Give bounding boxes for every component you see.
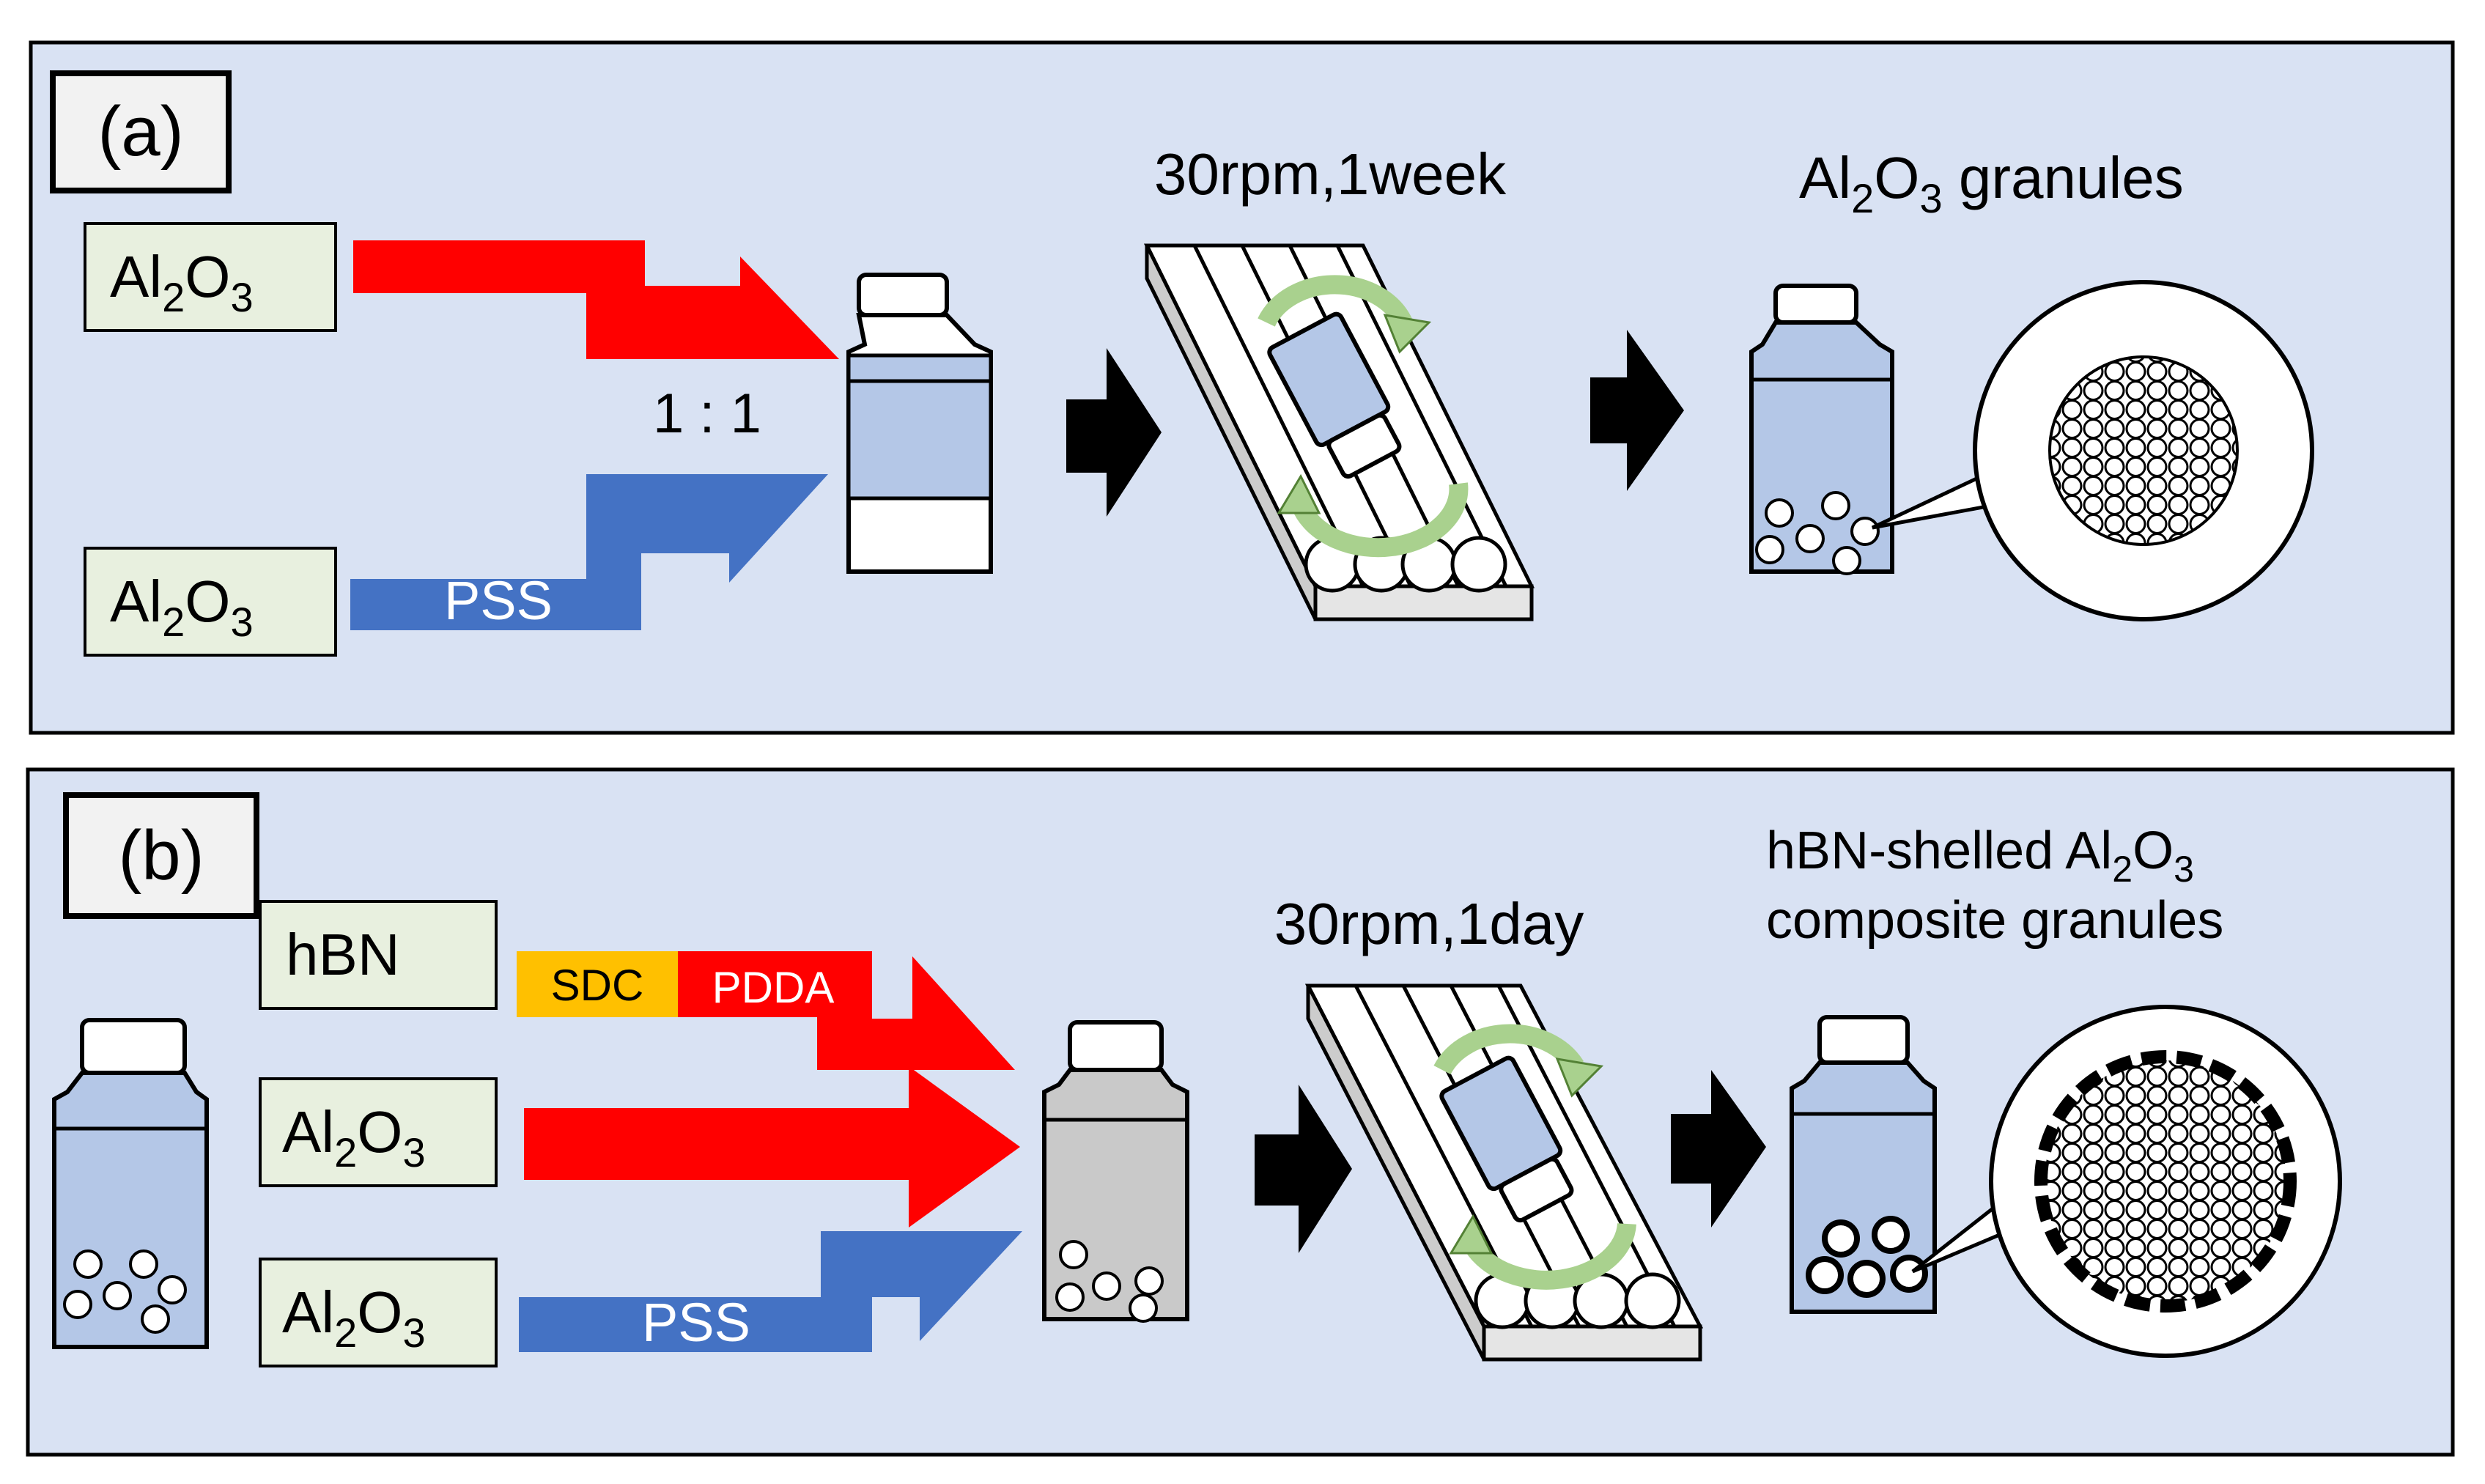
product-label: Al2O3 granules (1799, 145, 2184, 221)
granule (103, 1281, 132, 1310)
sdc-label: SDC (551, 961, 644, 1010)
product-label-line-1: hBN-shelled Al2O3 (1766, 822, 2194, 890)
rotation-arrow (1291, 482, 1469, 558)
granule (158, 1275, 187, 1304)
red-arrow (353, 240, 839, 359)
input-box (259, 1077, 498, 1187)
rotation-condition: 30rpm,1day (1274, 891, 1584, 956)
red-arrow (524, 1066, 1020, 1228)
granule (1821, 491, 1850, 520)
alumina-formula: Al2O3 (110, 569, 254, 645)
pss-label: PSS (642, 1292, 750, 1353)
shelled-granules (1806, 1216, 1928, 1298)
granule (1832, 546, 1861, 575)
panel-b-input-2: Al2O3 (259, 1258, 498, 1367)
process-arrow (1671, 1070, 1766, 1228)
panel-a-input-1: Al2O3 (84, 222, 337, 332)
granule (73, 1249, 103, 1279)
granule (63, 1290, 92, 1319)
blue-arrow (350, 474, 828, 630)
input-box (84, 547, 337, 657)
starting-granule-vial (52, 1018, 209, 1349)
panel-a: (a) Al2O3 Al2O3 PSS 1 : 1 30rpm,1week (29, 40, 2455, 735)
input-box (259, 1258, 498, 1367)
granule (1129, 1293, 1158, 1323)
product-label-line-2: composite granules (1766, 891, 2223, 950)
granule (1850, 517, 1880, 546)
granule (1795, 524, 1825, 553)
alumina-formula: Al2O3 (282, 1099, 426, 1175)
panel-b-label-box (63, 792, 259, 919)
input-box (259, 900, 498, 1010)
process-arrow (1066, 348, 1162, 517)
sdc-segment (517, 951, 678, 1017)
liquid-layer (846, 353, 993, 501)
granule (1092, 1271, 1121, 1301)
rotation-condition: 30rpm,1week (1154, 141, 1507, 207)
packed-particles (2050, 357, 2237, 544)
granule (141, 1304, 170, 1334)
granule (1755, 535, 1784, 564)
alumina-formula: Al2O3 (282, 1280, 426, 1356)
roller-mixer (1304, 983, 1704, 1362)
granule (1765, 498, 1794, 528)
panel-b-input-1: Al2O3 (259, 1077, 498, 1187)
pss-label: PSS (444, 570, 553, 631)
granule (1055, 1282, 1085, 1312)
mixing-vial (846, 273, 993, 574)
composite-granule-vial (1790, 1015, 1937, 1314)
hbn-label: hBN (286, 922, 400, 987)
pdda-arrow (678, 951, 1015, 1070)
rotation-arrow (1433, 1024, 1584, 1075)
rotation-arrow (1464, 1222, 1636, 1290)
panel-b-label: (b) (118, 816, 204, 895)
panel-b: (b) hBN Al2O3 Al2O3 SDC (26, 767, 2455, 1457)
panel-a-input-2: Al2O3 (84, 547, 337, 657)
packed-particles (2045, 1060, 2286, 1302)
rotation-arrow (1258, 275, 1412, 327)
tilted-vial (1439, 1055, 1574, 1223)
panel-a-label: (a) (97, 92, 183, 171)
process-arrow (1255, 1085, 1352, 1253)
roller-mixer (1143, 243, 1535, 621)
panel-a-label-box (50, 70, 232, 193)
hbn-shell (2034, 1050, 2297, 1313)
granule (1059, 1240, 1088, 1269)
pdda-label: PDDA (712, 963, 835, 1012)
input-box (84, 222, 337, 332)
granule (129, 1249, 158, 1279)
mixing-vial (1042, 1020, 1189, 1323)
process-arrow (1590, 330, 1684, 491)
mixing-ratio: 1 : 1 (653, 383, 761, 445)
granule (1134, 1266, 1164, 1296)
granule-vial (1749, 284, 1894, 575)
blue-arrow (519, 1231, 1022, 1352)
panel-b-input-hbn: hBN (259, 900, 498, 1010)
tilted-vial (1267, 311, 1402, 479)
alumina-formula: Al2O3 (110, 244, 254, 320)
